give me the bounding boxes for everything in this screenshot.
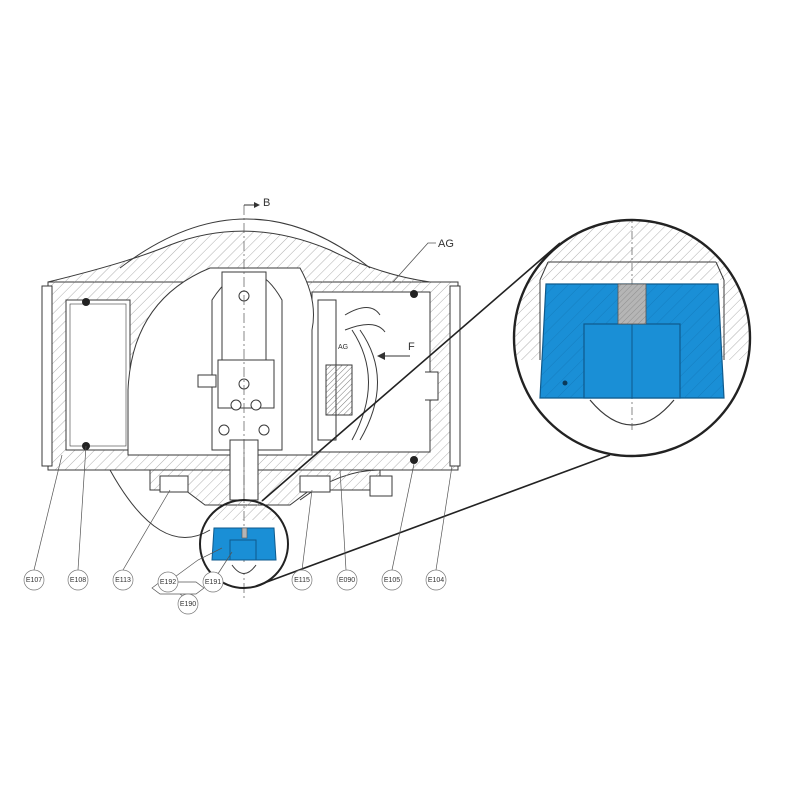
rear-disc — [119, 218, 371, 269]
balloon-e190: E190 — [177, 593, 199, 615]
spring-clip — [344, 307, 381, 316]
force-arrow-head — [377, 352, 385, 360]
body-top-profile — [47, 230, 431, 283]
balloon-e192: E192 — [157, 571, 179, 593]
spring-clip-2 — [344, 324, 386, 333]
side-knob — [197, 374, 217, 388]
detail-circle-large — [512, 218, 752, 458]
part-label: E115 — [294, 577, 310, 584]
detail-mark-leader — [392, 242, 436, 283]
bolt-2 — [250, 399, 262, 411]
balloon-e191: E191 — [202, 571, 224, 593]
section-arrow-head — [254, 202, 260, 208]
spring-mechanism — [317, 299, 386, 441]
balloon-e107: E107 — [23, 569, 45, 591]
part-callouts: E107 E108 E113 E192 E191 E190 E115 E090 … — [23, 445, 453, 615]
insert-dot — [562, 380, 568, 386]
annotations: F AG AG — [338, 238, 454, 360]
detail-circle-large-outline — [512, 218, 752, 458]
left-chamber-inner — [69, 303, 127, 447]
blue-insert-small-core — [229, 539, 257, 561]
rear-disc-lower — [109, 469, 211, 538]
part-label: E192 — [160, 579, 176, 586]
part-label: E108 — [70, 577, 86, 584]
oring-top-left — [82, 298, 90, 306]
detail-hatch-right — [722, 280, 750, 360]
spring-arc-2 — [359, 329, 378, 441]
roller-small — [231, 564, 257, 574]
right-port — [425, 371, 439, 401]
force-label: F — [408, 341, 415, 353]
stem-assembly — [159, 271, 393, 501]
end-cap-left — [41, 285, 53, 467]
end-cap-right — [449, 285, 461, 467]
part-label: E090 — [339, 577, 355, 584]
part-label: E104 — [428, 577, 444, 584]
section-mark: B — [263, 197, 270, 209]
left-chamber — [65, 299, 131, 451]
detail-circle-outline — [199, 499, 289, 589]
part-label: E105 — [384, 577, 400, 584]
fitting-far-right — [369, 475, 393, 497]
detail-mark: AG — [438, 238, 454, 250]
part-label: E107 — [26, 577, 42, 584]
detail-mark-inner: AG — [338, 344, 348, 351]
fitting-left — [159, 475, 189, 493]
bolt-1 — [230, 399, 242, 411]
balloon-e090: E090 — [336, 569, 358, 591]
spring-block — [325, 364, 353, 416]
balloon-e113: E113 — [112, 569, 134, 591]
balloon-e108: E108 — [67, 569, 89, 591]
oring-top-right — [410, 290, 418, 298]
oring-bottom-right — [410, 456, 418, 464]
bolt-4 — [218, 424, 230, 436]
spring-arc — [351, 329, 369, 441]
part-label: E113 — [115, 577, 131, 584]
bolt-5 — [258, 424, 270, 436]
part-label: E190 — [180, 601, 196, 608]
insert-key-small — [241, 527, 248, 539]
insert-key-large-hatch — [618, 284, 646, 324]
balloon-e105: E105 — [381, 569, 403, 591]
tangent-top — [261, 242, 561, 502]
fitting-right — [299, 475, 331, 493]
part-label: E191 — [205, 579, 221, 586]
tangent-bottom — [255, 454, 611, 587]
balloon-e115: E115 — [291, 569, 313, 591]
balloon-e104: E104 — [425, 569, 447, 591]
